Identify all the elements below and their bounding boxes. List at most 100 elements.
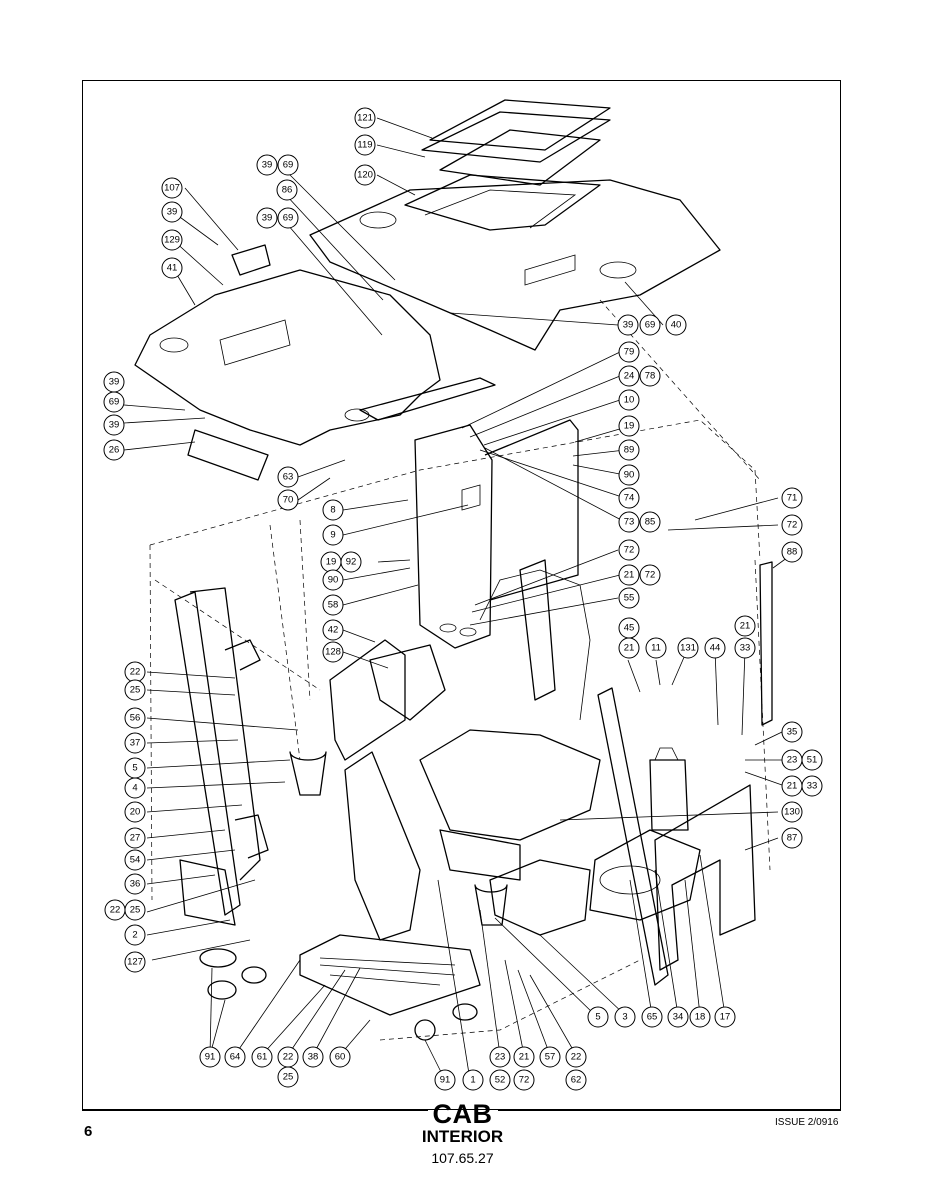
operator-seat: [419, 559, 601, 881]
svg-text:23: 23: [495, 1052, 506, 1063]
cab-ghost-outline: [149, 299, 771, 1041]
callout-65: 65: [641, 1006, 663, 1028]
svg-text:74: 74: [624, 493, 635, 504]
callout-40: 40: [665, 314, 687, 336]
svg-text:72: 72: [624, 545, 635, 556]
callout-52: 52: [489, 1069, 511, 1091]
svg-text:2: 2: [132, 930, 137, 941]
svg-text:22: 22: [110, 905, 121, 916]
svg-text:18: 18: [695, 1012, 706, 1023]
svg-text:69: 69: [283, 160, 294, 171]
sun-visor: [187, 429, 269, 481]
svg-text:107: 107: [164, 183, 180, 194]
callout-4: 4: [124, 777, 146, 799]
callout-36: 36: [124, 873, 146, 895]
callout-23: 23: [781, 749, 803, 771]
svg-text:69: 69: [645, 320, 656, 331]
svg-text:17: 17: [720, 1012, 731, 1023]
callout-9: 9: [322, 524, 344, 546]
svg-text:70: 70: [283, 495, 294, 506]
svg-text:131: 131: [680, 643, 696, 654]
svg-text:42: 42: [328, 625, 339, 636]
svg-text:5: 5: [595, 1012, 600, 1023]
callout-5: 5: [587, 1006, 609, 1028]
callout-87: 87: [781, 827, 803, 849]
callout-44: 44: [704, 637, 726, 659]
svg-text:51: 51: [807, 755, 818, 766]
callout-35: 35: [781, 721, 803, 743]
callout-27: 27: [124, 827, 146, 849]
svg-text:90: 90: [624, 470, 635, 481]
svg-text:21: 21: [624, 570, 635, 581]
callout-22: 22: [124, 661, 146, 683]
callout-72: 72: [781, 514, 803, 536]
callout-78: 78: [639, 365, 661, 387]
svg-text:78: 78: [645, 371, 656, 382]
cup-holder: [289, 751, 508, 926]
callout-labels: 121 119 120 39 69 107 86 39 69 39 129 41…: [103, 107, 823, 1091]
svg-text:21: 21: [787, 781, 798, 792]
svg-text:4: 4: [132, 783, 137, 794]
callout-23: 23: [489, 1046, 511, 1068]
svg-text:72: 72: [645, 570, 656, 581]
callout-45: 45: [618, 617, 640, 639]
callout-17: 17: [714, 1006, 736, 1028]
svg-text:119: 119: [357, 140, 372, 151]
svg-text:19: 19: [624, 421, 635, 432]
callout-131: 131: [677, 637, 699, 659]
svg-text:128: 128: [325, 647, 341, 658]
callout-127: 127: [124, 951, 146, 973]
svg-text:85: 85: [645, 517, 656, 528]
callout-33: 33: [734, 637, 756, 659]
svg-text:25: 25: [130, 905, 141, 916]
svg-text:22: 22: [283, 1052, 294, 1063]
svg-text:33: 33: [740, 643, 751, 654]
callout-61: 61: [251, 1046, 273, 1068]
callout-39: 39: [161, 201, 183, 223]
svg-text:39: 39: [262, 160, 273, 171]
callout-107: 107: [161, 177, 183, 199]
svg-text:22: 22: [130, 667, 141, 678]
svg-text:72: 72: [787, 520, 798, 531]
svg-text:89: 89: [624, 445, 635, 456]
callout-1: 1: [462, 1069, 484, 1091]
callout-25: 25: [124, 899, 146, 921]
callout-25: 25: [277, 1066, 299, 1088]
svg-text:40: 40: [671, 320, 682, 331]
svg-text:36: 36: [130, 879, 141, 890]
callout-19: 19: [320, 551, 342, 573]
callout-91: 91: [434, 1069, 456, 1091]
callout-11: 11: [645, 637, 667, 659]
fire-extinguisher: [649, 747, 689, 831]
callout-72: 72: [513, 1069, 535, 1091]
callout-39: 39: [256, 207, 278, 229]
callout-55: 55: [618, 587, 640, 609]
svg-text:34: 34: [673, 1012, 684, 1023]
callout-72: 72: [639, 564, 661, 586]
callout-73: 73: [618, 511, 640, 533]
svg-text:57: 57: [545, 1052, 556, 1063]
svg-text:54: 54: [130, 855, 141, 866]
callout-56: 56: [124, 707, 146, 729]
page-number: 6: [84, 1123, 93, 1140]
svg-text:33: 33: [807, 781, 818, 792]
bracket-107: [231, 244, 271, 276]
svg-text:23: 23: [787, 755, 798, 766]
callout-34: 34: [667, 1006, 689, 1028]
svg-text:60: 60: [335, 1052, 346, 1063]
svg-text:37: 37: [130, 738, 141, 749]
svg-text:55: 55: [624, 593, 635, 604]
callout-92: 92: [340, 551, 362, 573]
svg-text:91: 91: [205, 1052, 216, 1063]
callout-72: 72: [618, 539, 640, 561]
callout-89: 89: [618, 439, 640, 461]
svg-text:19: 19: [326, 557, 337, 568]
drawing-frame: [82, 80, 841, 1110]
svg-text:86: 86: [282, 185, 293, 196]
svg-text:21: 21: [740, 621, 751, 632]
svg-text:5: 5: [132, 763, 137, 774]
callout-57: 57: [539, 1046, 561, 1068]
callout-121: 121: [354, 107, 376, 129]
callout-21: 21: [781, 775, 803, 797]
svg-text:45: 45: [624, 623, 635, 634]
